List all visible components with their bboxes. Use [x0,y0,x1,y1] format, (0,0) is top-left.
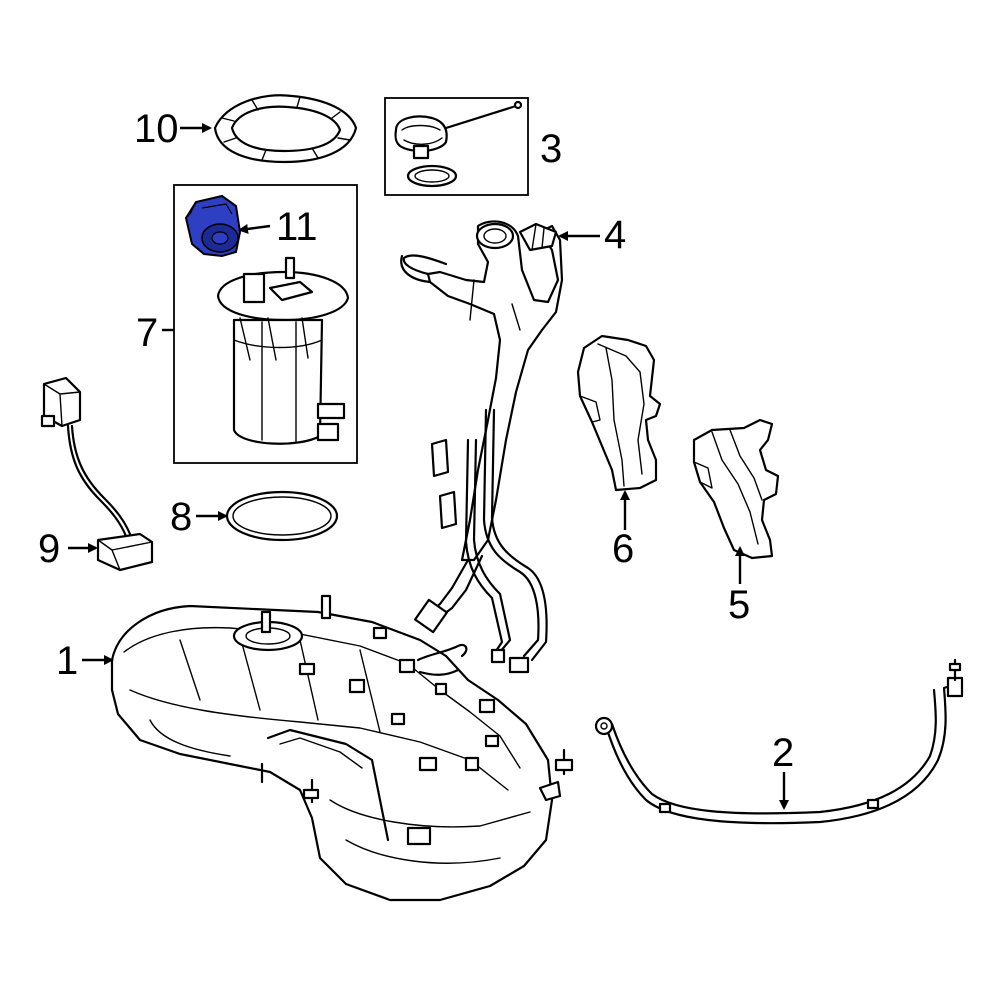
part-7-fuel-pump-module[interactable] [216,256,350,445]
callout-5: 5 [728,583,750,627]
callout-3: 3 [540,127,562,171]
part-9-fuel-level-sender[interactable] [40,376,154,572]
part-1-fuel-tank[interactable] [110,594,574,902]
part-2-tank-strap[interactable] [594,658,964,825]
part-11-fuel-pressure-regulator[interactable] [184,194,242,258]
arrow-11 [238,223,271,234]
part-3-fuel-cap[interactable] [394,100,523,188]
callout-numbers: 10 3 11 7 4 6 5 8 9 1 2 [38,107,794,775]
callout-2: 2 [772,731,794,775]
callout-7: 7 [136,311,158,355]
callout-4: 4 [604,213,626,257]
part-7-box [173,184,358,464]
part-8-o-ring[interactable] [225,490,339,542]
part-4-filler-neck[interactable] [400,220,564,674]
part-3-box [384,97,529,196]
part-10-lock-ring[interactable] [213,94,358,164]
part-5-heat-shield[interactable] [692,418,780,560]
callout-1: 1 [56,639,78,683]
callout-10: 10 [134,107,179,151]
part-6-heat-shield[interactable] [576,334,662,492]
callout-9: 9 [38,527,60,571]
callout-arrows [68,123,789,810]
callout-6: 6 [612,527,634,571]
callout-11: 11 [276,205,318,249]
callout-8: 8 [170,495,192,539]
